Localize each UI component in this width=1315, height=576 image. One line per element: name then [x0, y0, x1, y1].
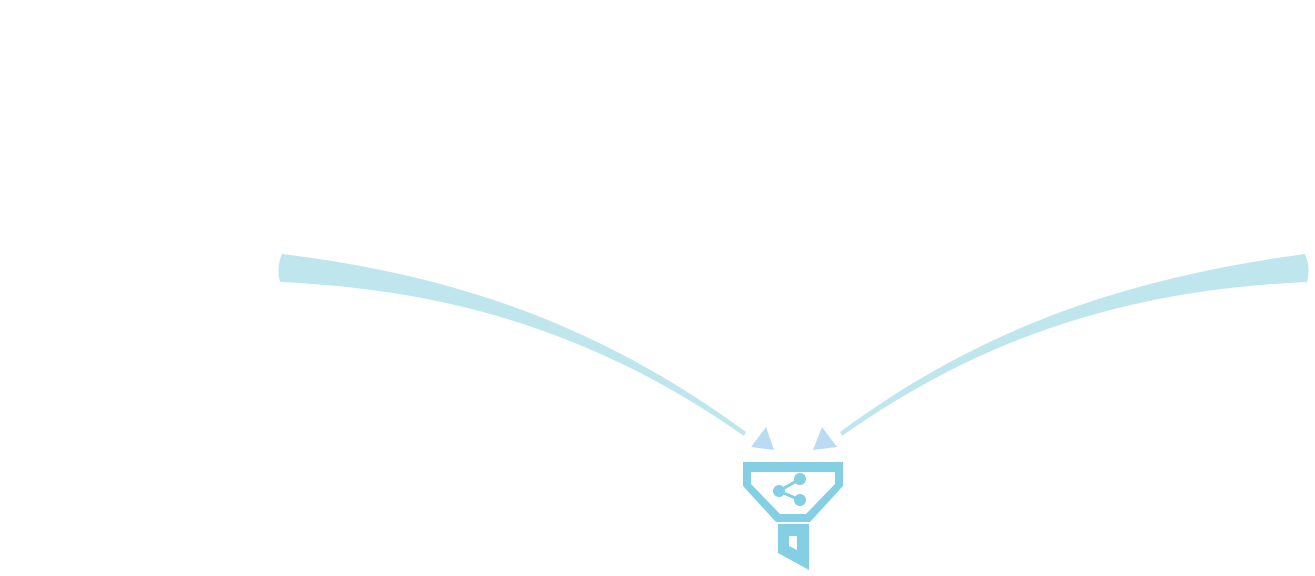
right-flow-band — [840, 254, 1309, 436]
share-icon — [773, 473, 806, 506]
left-flow-band — [278, 254, 746, 436]
left-arrowhead — [751, 427, 774, 450]
funnel-share-icon — [743, 462, 843, 570]
right-arrowhead — [813, 427, 837, 450]
